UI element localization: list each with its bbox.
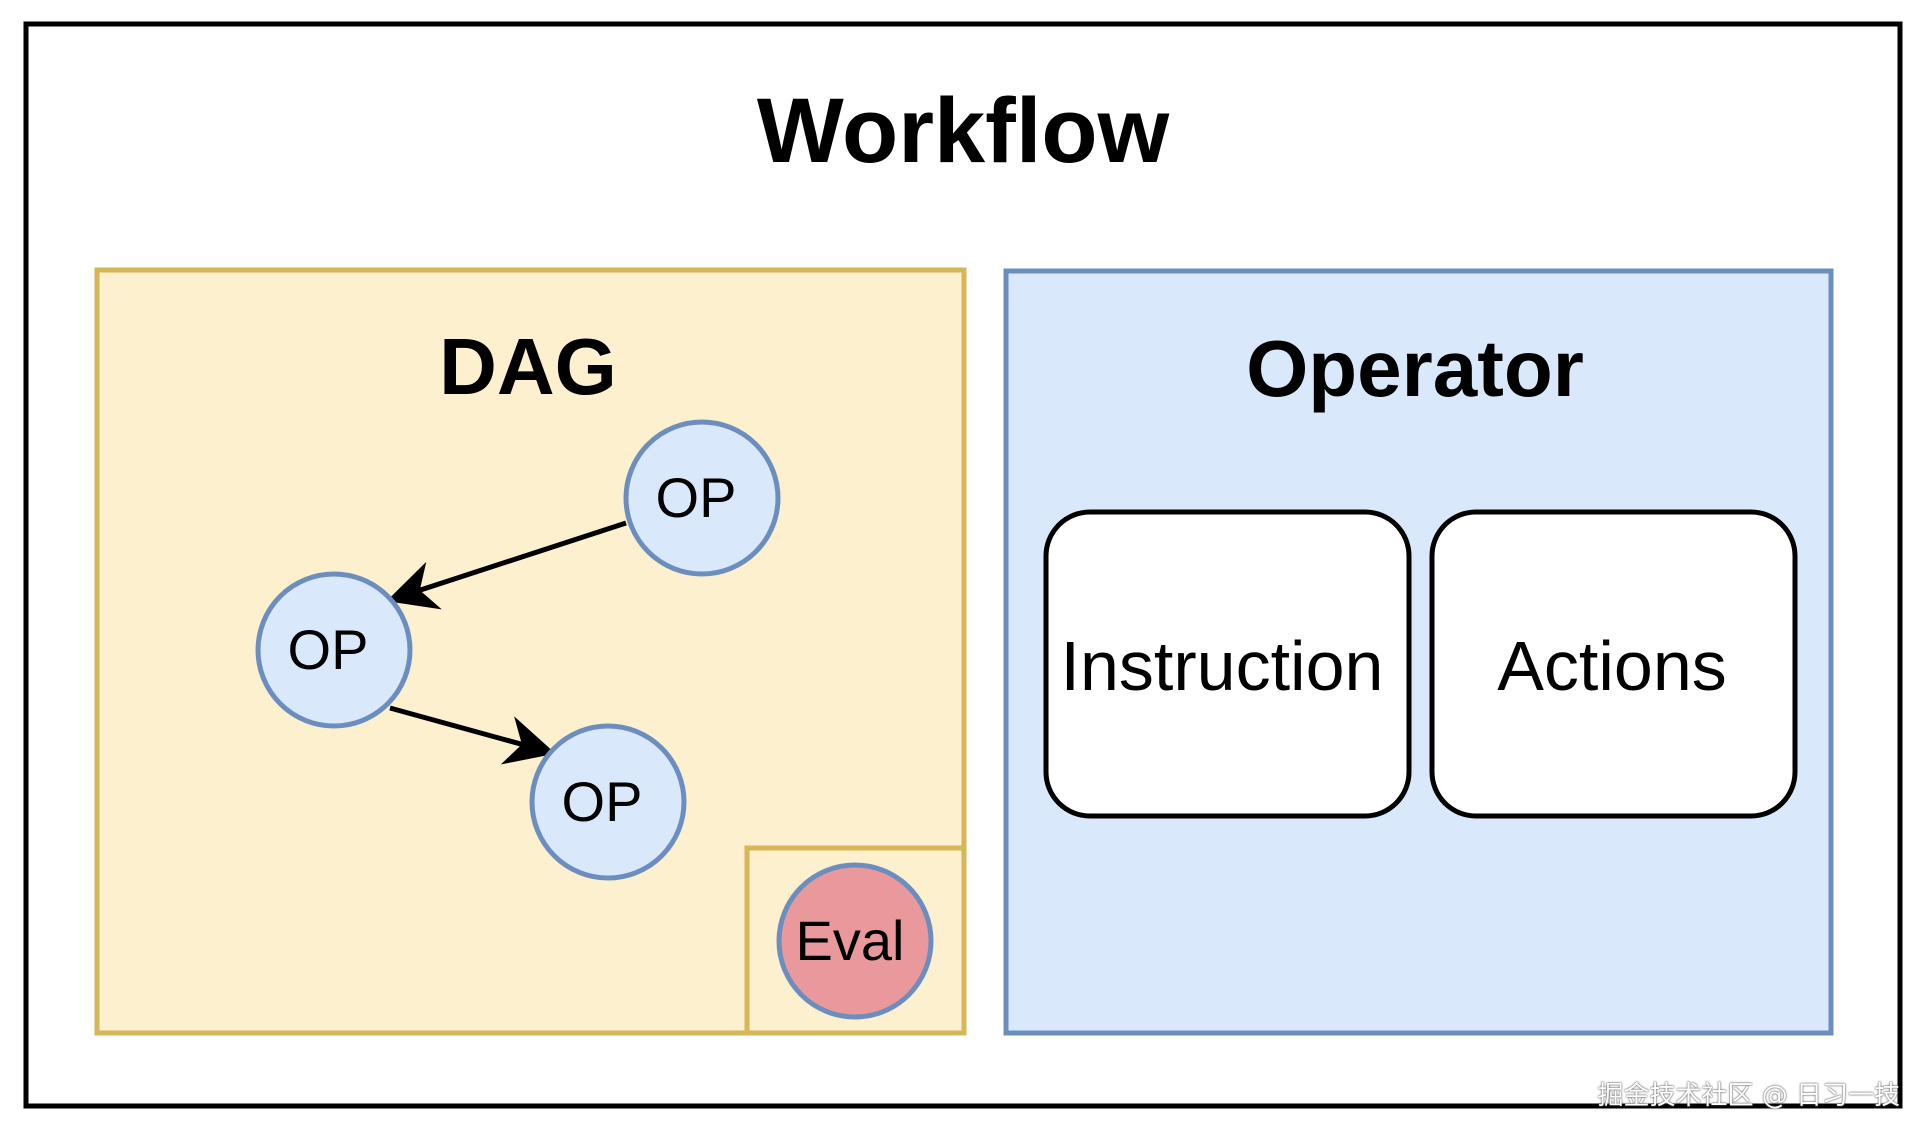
instruction-box-rect xyxy=(1043,509,1412,819)
op-node-label: OP xyxy=(562,770,643,833)
actions-box[interactable]: Actions xyxy=(1429,509,1798,819)
eval-node[interactable]: Eval xyxy=(776,862,934,1020)
op-node-label: OP xyxy=(288,618,369,681)
edge-op2-to-op3 xyxy=(389,705,556,765)
eval-node-label: Eval xyxy=(796,909,905,972)
op-node-2[interactable]: OP xyxy=(255,571,413,729)
op-node-1[interactable]: OP xyxy=(623,419,781,577)
op-node-label: OP xyxy=(656,466,737,529)
workflow-title: Workflow xyxy=(757,80,1170,182)
actions-label: Actions xyxy=(1497,627,1727,705)
instruction-label: Instruction xyxy=(1061,627,1384,705)
operator-title: Operator xyxy=(1246,324,1584,413)
op-node-circle xyxy=(255,571,413,729)
dag-title: DAG xyxy=(439,322,617,411)
op-node-circle xyxy=(623,419,781,577)
op-node-circle xyxy=(529,723,687,881)
instruction-box[interactable]: Instruction xyxy=(1043,509,1412,819)
actions-box-rect xyxy=(1429,509,1798,819)
eval-node-circle xyxy=(776,862,934,1020)
edge-op1-to-op2 xyxy=(386,520,627,610)
watermark-text: 掘金技术社区 @ 日习一技 xyxy=(1597,1081,1900,1111)
op-node-3[interactable]: OP xyxy=(529,723,687,881)
